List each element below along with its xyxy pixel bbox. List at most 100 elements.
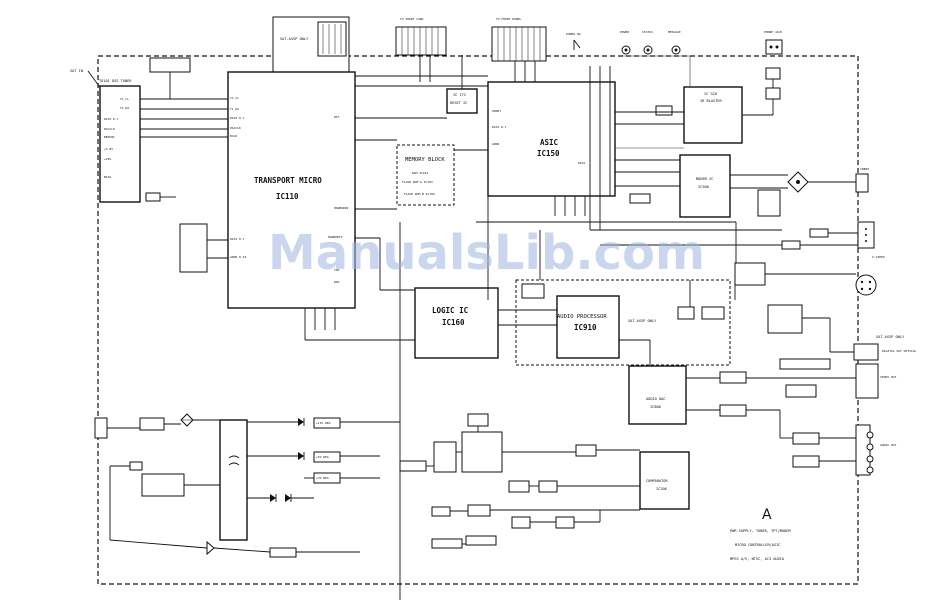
ic-buffer-block — [179, 223, 208, 273]
video-out-label: VIDEO OUT — [880, 375, 896, 379]
audio-amp-3 — [719, 404, 747, 417]
phone-jack-label: PHONE JACK — [764, 30, 782, 34]
tuner-label: TU101 DSS TUNER — [99, 79, 132, 83]
ir-blaster-block: IC 320 IR BLASTER — [683, 86, 743, 144]
audio-proc-region — [515, 279, 731, 366]
svg-text:BCLK: BCLK — [230, 134, 237, 138]
phone-line-filter — [765, 67, 781, 80]
svg-text:TC_CL: TC_CL — [120, 97, 129, 101]
audio-out-label: AUDIO OUT — [880, 443, 896, 447]
reset-ic-name: IC 172 — [453, 93, 466, 97]
line-transformer — [787, 171, 809, 193]
asic-ref: IC150 — [537, 149, 560, 158]
sat-assp-top-box: SAT-ASSP ONLY — [272, 16, 350, 78]
tuner-block: SAT IN TU101 DSS TUNER TC_CL TC_DA DATA 0… — [70, 57, 191, 203]
sat-assp-right-note: SAT-ASSP ONLY — [876, 335, 905, 339]
audio-dac-block: AUDIO DAC IC800 — [628, 365, 687, 425]
transport-micro-name: TRANSPORT MICRO — [254, 176, 322, 185]
svg-text:HANDRRTX: HANDRRTX — [328, 235, 343, 239]
svg-text:BIAS: BIAS — [104, 175, 111, 179]
logic-ic-name: LOGIC IC — [432, 306, 468, 315]
memory-ram-label: RAM IC101 — [412, 171, 428, 175]
svg-text:DATA 0-7: DATA 0-7 — [230, 116, 245, 120]
svg-text:DATA: DATA — [578, 161, 585, 165]
svg-text:+24V: +24V — [104, 157, 111, 161]
front-panel-connector: TO FRONT PANEL — [491, 17, 547, 62]
sat-in-label: SAT IN — [70, 69, 83, 73]
svg-text:PACCLK: PACCLK — [104, 127, 115, 131]
power-switch: POWER SW — [566, 32, 581, 50]
transport-micro-block: TRANSPORT MICRO IC110 TC_CL TC_DA DATA 0-… — [227, 71, 356, 309]
audio-dac-name: AUDIO DAC — [646, 397, 665, 401]
svg-text:DATA 0-7: DATA 0-7 — [492, 125, 507, 129]
s-video-label: S-VIDEO — [872, 255, 885, 259]
audio-processor-ref: IC910 — [574, 323, 597, 332]
sheet-letter: A — [762, 507, 772, 523]
power-supply-section — [94, 413, 297, 558]
asic-name: ASIC — [540, 138, 558, 147]
title-line-1: PWR SUPPLY, TUNER, TPT/MODEM — [730, 529, 791, 533]
reset-ic-block: IC 172 RESET IC — [446, 88, 478, 114]
svg-text:TC_DA: TC_DA — [120, 106, 129, 110]
svg-text:TC_DA: TC_DA — [230, 107, 239, 111]
reset-ic-ref: RESET IC — [450, 101, 467, 105]
title-block: A PWR SUPPLY, TUNER, TPT/MODEM MICRO CON… — [730, 507, 791, 561]
front-leds: POWER STATUS MESSAGE — [620, 30, 690, 57]
svg-text:TC_CL: TC_CL — [230, 96, 239, 100]
svg-text:RST: RST — [334, 115, 340, 119]
svg-text:TXD: TXD — [334, 268, 340, 272]
memory-block-name: MEMORY BLOCK — [405, 157, 445, 163]
comparator-block: COMPARATOR IC206 — [639, 451, 690, 510]
transport-micro-ref: IC110 — [276, 192, 299, 201]
power-led-label: POWER — [620, 30, 629, 34]
audio-amp-1 — [719, 371, 747, 384]
phone-line-fuse — [765, 87, 781, 100]
svg-text:ADDR 0-15: ADDR 0-15 — [230, 255, 246, 259]
audio-buffer-a — [677, 306, 695, 320]
modem-ic-block: MODEM IC IC300 — [679, 154, 731, 218]
front-panel-label: TO FRONT PANEL — [496, 17, 521, 21]
audio-amp-5 — [792, 455, 820, 468]
svg-text:ADDR: ADDR — [492, 142, 499, 146]
svg-text:BERCNT: BERCNT — [104, 135, 115, 139]
svg-text:+5.0V: +5.0V — [104, 147, 113, 151]
cn800-connector: CN800 — [855, 167, 869, 193]
digital-out-driver — [779, 358, 831, 370]
regulators: +11V REG +5V REG +3V REG — [313, 413, 597, 549]
svg-text:RXD: RXD — [334, 280, 340, 284]
modem-buffer-a — [655, 105, 673, 116]
comparator-name: COMPARATOR — [646, 479, 668, 483]
power-sw-label: POWER SW — [566, 32, 581, 36]
digital-out-connector: DIGITAL OUT OPTICAL — [853, 343, 917, 361]
audio-buffer-b — [701, 306, 725, 320]
logic-ic-ref: IC160 — [442, 318, 465, 327]
video-out-connector: VIDEO OUT — [855, 363, 896, 399]
ir-blaster-name: IC 320 — [704, 92, 717, 96]
title-line-2: MICRO CONTROLLER/ASIC — [735, 543, 780, 547]
svg-text:PACCLK: PACCLK — [230, 126, 241, 130]
svg-text:SMART: SMART — [492, 109, 501, 113]
audio-processor-name: AUDIO PROCESSOR — [557, 314, 607, 320]
reg-5v-label: +5V REG — [316, 455, 329, 459]
audio-out-connector: AUDIO OUT — [855, 424, 896, 476]
phone-jack: PHONE JACK — [764, 30, 783, 55]
watermark: ManualsLib.com — [268, 225, 705, 281]
audio-amp-2 — [785, 384, 817, 398]
smart-card-connector: TO SMART CARD — [395, 17, 447, 56]
comparator-ref: IC206 — [656, 487, 667, 491]
logic-ic-block: LOGIC IC IC160 — [414, 287, 499, 359]
memory-flash-b-label: FLASH ROM B IC104 — [404, 192, 435, 196]
status-led-label: STATUS — [642, 30, 653, 34]
smart-card-label: TO SMART CARD — [400, 17, 424, 21]
sat-assp-audio-note: SAT-ASSP ONLY — [628, 319, 657, 323]
sat-assp-top-note: SAT-ASSP ONLY — [280, 37, 309, 41]
svg-text:DATA 0-7: DATA 0-7 — [104, 117, 119, 121]
video-amp-2 — [767, 304, 803, 334]
modem-ic-ref: IC300 — [698, 185, 709, 189]
svg-text:HANDRRRV: HANDRRRV — [334, 206, 349, 210]
message-led-label: MESSAGE — [668, 30, 681, 34]
audio-dac-ref: IC800 — [650, 405, 661, 409]
digital-out-label: DIGITAL OUT OPTICAL — [882, 349, 917, 353]
asic-block: ASIC IC150 SMART DATA 0-7 ADDR DATA — [487, 81, 616, 197]
